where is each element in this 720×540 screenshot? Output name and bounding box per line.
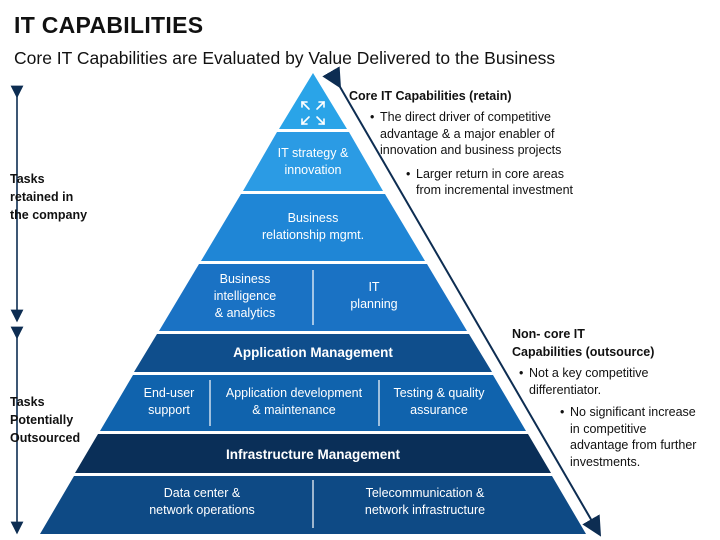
- noncore-bullet-2: No significant increase in competitive a…: [560, 404, 717, 470]
- core-bullet-1: The direct driver of competitive advanta…: [370, 109, 599, 159]
- core-title: Core IT Capabilities (retain): [349, 89, 512, 103]
- app-development-label: Application development & maintenance: [225, 386, 363, 417]
- tier-bi-label: Business intelligence & analytics: [213, 272, 277, 320]
- page-subtitle: Core IT Capabilities are Evaluated by Va…: [14, 48, 556, 68]
- end-user-support-label: End-user support: [143, 386, 195, 417]
- page-title: IT CAPABILITIES: [14, 12, 204, 38]
- noncore-capabilities-block: Non- core IT Capabilities (outsource) No…: [512, 325, 717, 470]
- app-mgmt-title: Application Management: [233, 345, 393, 360]
- telecommunication-label: Telecommunication & network infrastructu…: [364, 486, 486, 517]
- outsourced-label: Tasks Potentially Outsourced: [10, 395, 81, 445]
- noncore-bullet-1: Not a key competitive differentiator.: [519, 365, 717, 398]
- retained-label: Tasks retained in the company: [10, 172, 88, 222]
- testing-quality-label: Testing & quality assurance: [393, 386, 485, 417]
- data-center-label: Data center & network operations: [149, 486, 255, 517]
- tier-strategy-label: IT strategy & innovation: [277, 146, 349, 177]
- tier-relationship-label: Business relationship mgmt.: [261, 211, 365, 242]
- core-bullet-2: Larger return in core areas from increme…: [406, 166, 599, 199]
- infra-mgmt-title: Infrastructure Management: [225, 447, 401, 462]
- noncore-title: Non- core IT Capabilities (outsource): [512, 327, 655, 359]
- core-capabilities-block: Core IT Capabilities (retain) The direct…: [349, 87, 599, 199]
- tier-it-planning-label: IT planning: [350, 280, 398, 311]
